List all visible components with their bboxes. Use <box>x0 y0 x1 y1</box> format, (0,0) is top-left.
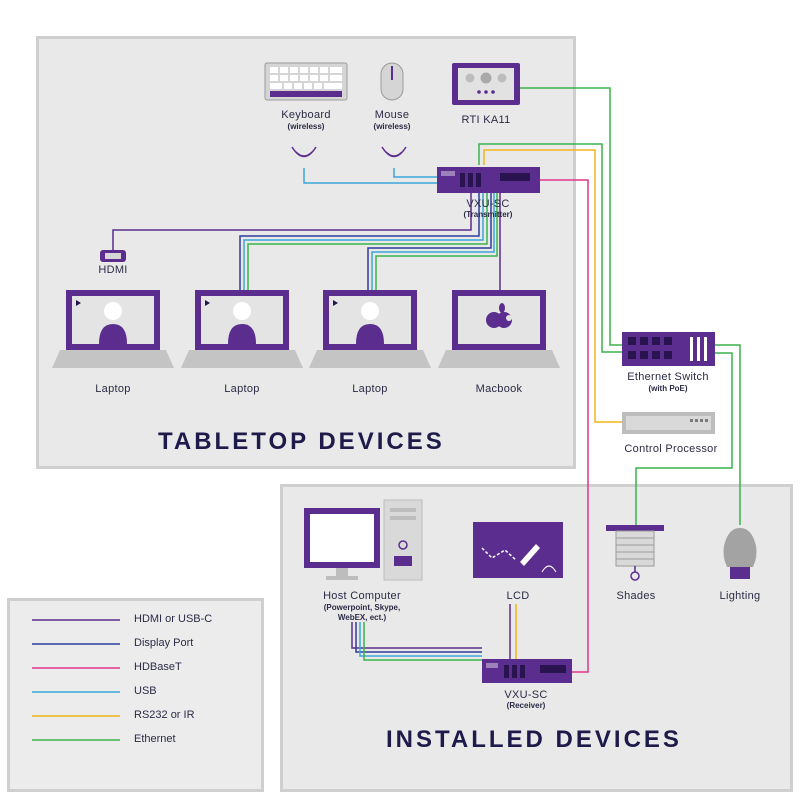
receiver-icon <box>482 659 572 683</box>
legend-label-displayport: Display Port <box>134 637 194 649</box>
receiver-label: VXU-SC <box>504 689 548 701</box>
legend-label-rs232: RS232 or IR <box>134 709 195 721</box>
control-processor-icon <box>622 412 715 434</box>
receiver-sub: (Receiver) <box>506 701 546 710</box>
mouse-sub: (wireless) <box>373 122 411 131</box>
keyboard-label: Keyboard <box>281 109 331 121</box>
lighting-label: Lighting <box>719 590 761 602</box>
wireless-signal-icon <box>291 146 407 158</box>
lcd-icon <box>473 522 563 578</box>
display-cable-laptop2 <box>239 193 480 290</box>
ethernet-cable-shades <box>635 352 733 525</box>
rti-label: RTI KA11 <box>461 114 511 126</box>
display-cable-laptop3 <box>367 193 492 290</box>
legend-label-hdbaset: HDBaseT <box>134 661 182 673</box>
hdmi-cable-host <box>351 622 482 649</box>
hdmi-cable-adapter <box>112 193 472 250</box>
switch-sub: (with PoE) <box>648 384 688 393</box>
mouse-label: Mouse <box>374 109 410 121</box>
laptop2-label: Laptop <box>224 383 260 395</box>
laptop3-label: Laptop <box>352 383 388 395</box>
hdmi-label: HDMI <box>98 264 128 276</box>
shades-icon <box>606 525 664 581</box>
ethernet-cable-host <box>363 622 482 661</box>
keyboard-icon <box>264 62 348 101</box>
legend-panel <box>7 598 264 792</box>
rti-ka11-icon <box>452 63 520 105</box>
transmitter-label: VXU-SC <box>466 198 510 210</box>
macbook-label: Macbook <box>475 383 523 395</box>
host-label: Host Computer <box>323 590 401 602</box>
usb-cable-mouse <box>393 168 437 178</box>
laptop-icon-1 <box>52 290 174 368</box>
laptop1-label: Laptop <box>95 383 131 395</box>
usb-cable-laptop2 <box>243 193 484 290</box>
host-computer-icon <box>304 499 423 581</box>
lightbulb-icon <box>723 528 757 579</box>
ethernet-cable-laptop3 <box>375 193 498 290</box>
keyboard-sub: (wireless) <box>287 122 325 131</box>
installed-title: INSTALLED DEVICES <box>386 726 682 753</box>
tabletop-title: TABLETOP DEVICES <box>158 428 445 455</box>
switch-label: Ethernet Switch <box>627 371 709 383</box>
control-label: Control Processor <box>624 443 718 455</box>
usb-cable-host <box>359 622 482 657</box>
hdmi-adapter-icon <box>100 250 126 262</box>
host-sub: (Powerpoint, Skype, WebEX, ect.) <box>323 603 401 622</box>
ethernet-cable-laptop2 <box>247 193 488 290</box>
hdbaset-cable <box>540 179 589 673</box>
ethernet-cable-rti <box>520 87 622 346</box>
legend-label-hdmi: HDMI or USB-C <box>134 613 213 625</box>
display-cable-host <box>355 622 482 653</box>
macbook-icon <box>438 290 560 368</box>
rs232-cable-transmitter <box>483 149 622 423</box>
ethernet-switch-icon <box>622 332 715 366</box>
legend-label-ethernet: Ethernet <box>134 733 176 745</box>
usb-cable-keyboard <box>303 168 437 184</box>
shades-label: Shades <box>616 590 656 602</box>
laptop-icon-2 <box>181 290 303 368</box>
legend-lines <box>32 619 120 741</box>
transmitter-icon <box>437 167 540 193</box>
usb-cable-laptop3 <box>371 193 495 290</box>
ethernet-cable-transmitter <box>478 143 622 353</box>
ethernet-cable-lighting <box>715 344 741 525</box>
lcd-label: LCD <box>506 590 530 602</box>
laptop-icon-3 <box>309 290 431 368</box>
legend-label-usb: USB <box>134 685 157 697</box>
mouse-icon <box>380 62 404 101</box>
transmitter-sub: (Transmitter) <box>463 210 513 219</box>
